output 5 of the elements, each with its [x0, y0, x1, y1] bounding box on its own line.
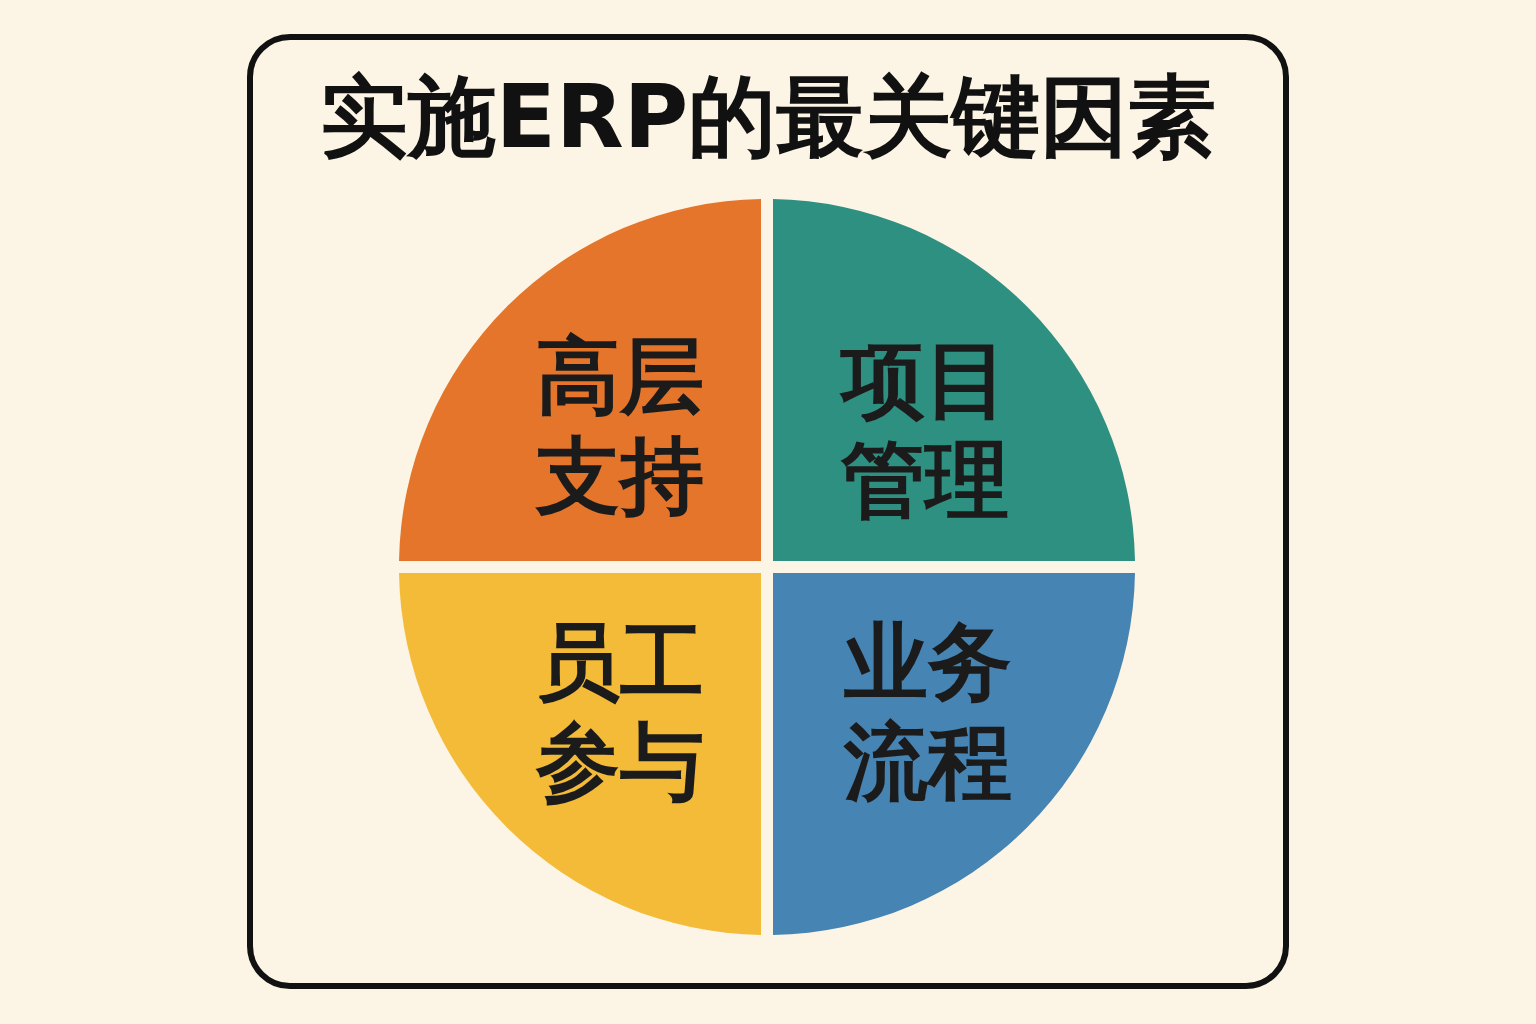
slice-label: 高层支持 — [534, 326, 705, 526]
title: 实施ERP的最关键因素 — [318, 64, 1218, 170]
slice-label: 业务流程 — [842, 612, 1013, 812]
slice-label: 员工参与 — [534, 612, 705, 812]
slice-label: 项目管理 — [838, 330, 1010, 530]
